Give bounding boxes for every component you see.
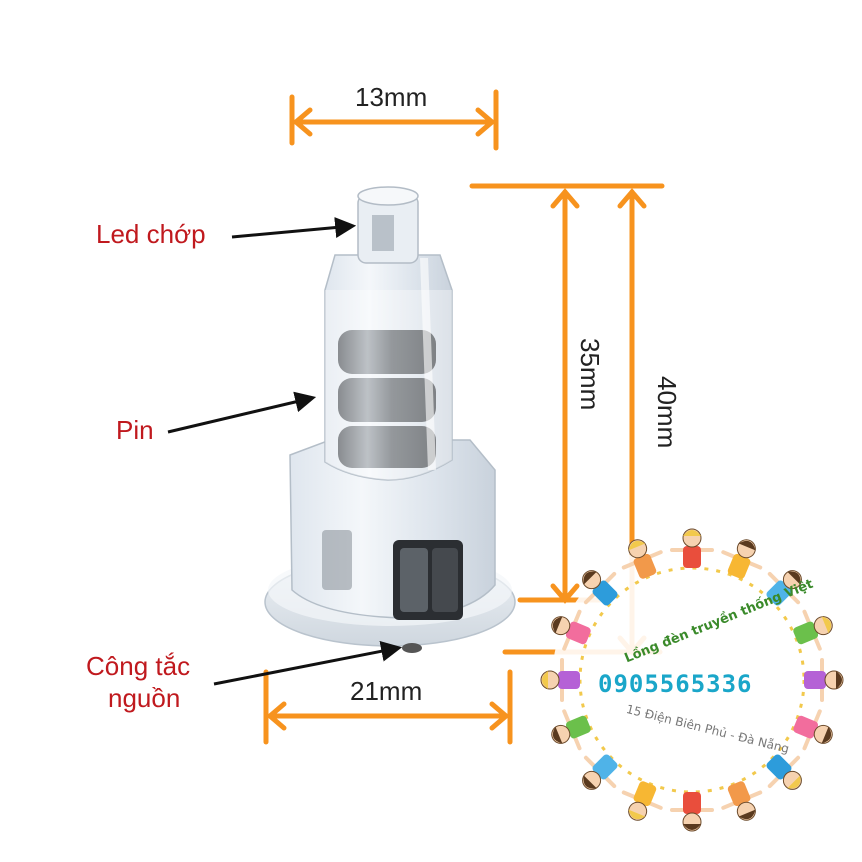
arrow-switch	[213, 640, 403, 686]
child-figure	[766, 754, 802, 790]
dimension-label-total-height: 40mm	[652, 376, 682, 449]
child-figure	[721, 539, 763, 579]
part-label-switch-line2: nguồn	[108, 683, 181, 713]
dimension-21mm	[263, 669, 513, 745]
child-figure	[670, 792, 714, 832]
dimension-label-inner-height: 35mm	[575, 338, 605, 411]
battery-stack	[338, 330, 436, 468]
child-figure	[766, 570, 802, 606]
child-figure	[551, 609, 591, 651]
child-figure	[670, 528, 714, 568]
child-figure	[582, 754, 618, 790]
led-bulb	[357, 186, 419, 264]
arrow-led	[231, 217, 357, 239]
part-label-switch-line1: Công tắc	[86, 651, 191, 681]
child-figure	[621, 781, 663, 821]
child-figure	[804, 658, 844, 702]
callout-arrows	[167, 217, 403, 686]
kids-circle-logo	[540, 528, 844, 832]
dimension-13mm	[289, 89, 499, 151]
child-figure	[793, 609, 833, 651]
logo-phone: 0905565336	[598, 670, 753, 698]
part-label-led: Led chớp	[96, 219, 206, 249]
child-figure	[582, 570, 618, 606]
dimension-label-base-width: 21mm	[350, 676, 423, 706]
child-figure	[540, 658, 580, 702]
dimension-label-top-width: 13mm	[355, 82, 428, 112]
child-figure	[793, 709, 833, 751]
child-figure	[621, 539, 663, 579]
child-figure	[551, 709, 591, 751]
arrow-battery	[167, 391, 317, 434]
child-figure	[721, 781, 763, 821]
led-device-illustration	[264, 186, 516, 653]
part-label-battery: Pin	[116, 415, 154, 445]
